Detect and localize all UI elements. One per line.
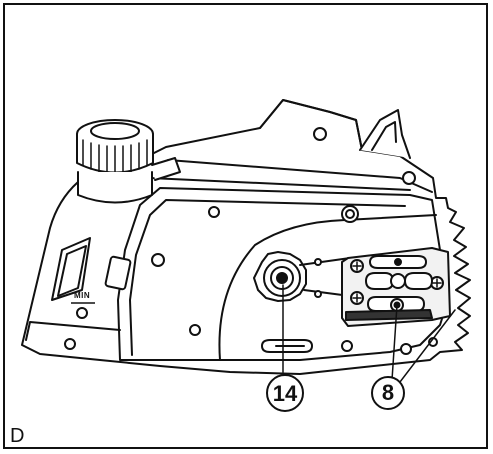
callout-label-8: 8 bbox=[381, 380, 395, 405]
tension-knob bbox=[253, 251, 307, 302]
panel-letter: D bbox=[10, 425, 25, 447]
min-marking: MIN bbox=[74, 291, 91, 300]
callout-label-14: 14 bbox=[272, 381, 298, 406]
callout-circle-8 bbox=[371, 376, 405, 410]
leader-line-8a bbox=[391, 304, 398, 381]
callout-circle-14 bbox=[266, 374, 304, 412]
guide-plate-drawing bbox=[341, 247, 451, 327]
leader-line-8b bbox=[399, 309, 456, 383]
